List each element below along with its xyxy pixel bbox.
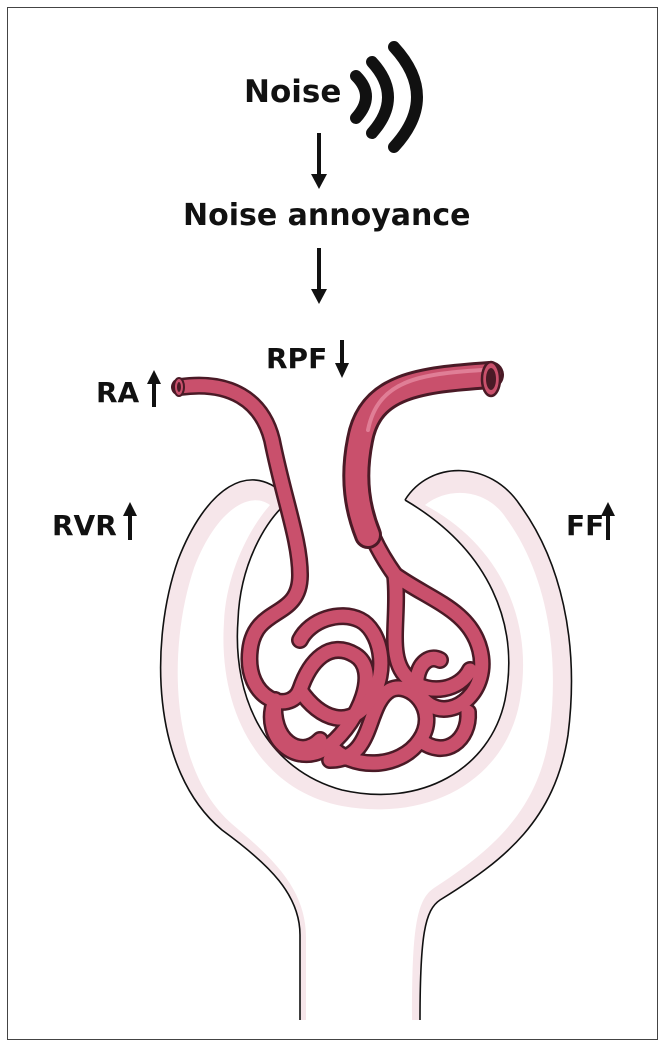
rvr-label: RVR [52,509,117,542]
rpf-label: RPF [266,342,327,375]
ra-label: RA [96,376,140,409]
ff-label: FF [566,509,604,542]
afferent-arteriole-end [174,378,184,396]
noise-label: Noise [244,74,341,110]
arrow-down-icon [335,340,349,378]
arrow-up-icon [147,370,161,407]
arrow-down-icon [311,133,327,189]
efferent-arteriole-end [482,362,500,396]
sound-waves-icon [356,47,417,147]
arrow-up-icon [123,502,137,540]
noise-annoyance-label: Noise annoyance [183,198,471,233]
arrow-down-icon [311,248,327,304]
